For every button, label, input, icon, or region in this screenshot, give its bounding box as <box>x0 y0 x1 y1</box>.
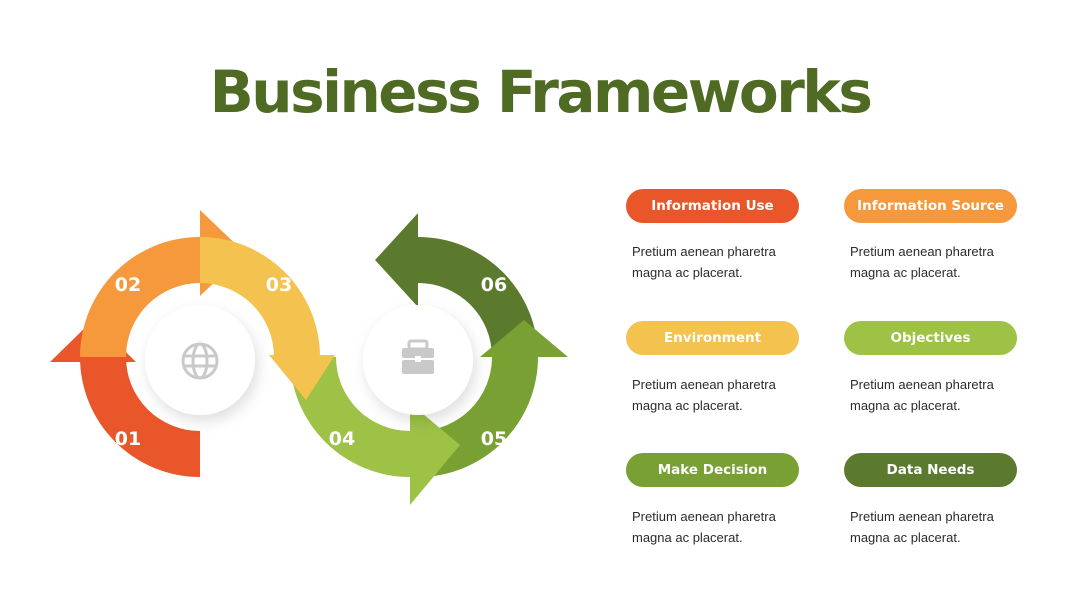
infinity-cycle-diagram: 02 03 01 04 05 06 <box>50 210 568 505</box>
card-text-line: Pretium aenean pharetra <box>632 244 776 259</box>
card-description-environment: Pretium aenean pharetra magna ac placera… <box>632 374 807 416</box>
card-text-line: Pretium aenean pharetra <box>632 377 776 392</box>
pill-environment: Environment <box>626 321 799 355</box>
step-label-06: 06 <box>481 274 507 296</box>
card-text-line: magna ac placerat. <box>850 398 961 413</box>
globe-icon <box>181 342 219 380</box>
card-description-make-decision: Pretium aenean pharetra magna ac placera… <box>632 506 807 548</box>
card-text-line: Pretium aenean pharetra <box>850 377 994 392</box>
pill-make-decision: Make Decision <box>626 453 799 487</box>
card-description-objectives: Pretium aenean pharetra magna ac placera… <box>850 374 1025 416</box>
pill-data-needs: Data Needs <box>844 453 1017 487</box>
card-text-line: Pretium aenean pharetra <box>850 244 994 259</box>
card-text-line: magna ac placerat. <box>850 530 961 545</box>
pill-objectives: Objectives <box>844 321 1017 355</box>
briefcase-icon <box>402 339 434 374</box>
segment-06 <box>375 213 538 357</box>
card-text-line: Pretium aenean pharetra <box>850 509 994 524</box>
pill-information-use: Information Use <box>626 189 799 223</box>
card-text-line: magna ac placerat. <box>632 530 743 545</box>
segment-03 <box>200 237 335 400</box>
segment-04 <box>290 357 460 505</box>
step-label-03: 03 <box>266 274 292 296</box>
card-text-line: Pretium aenean pharetra <box>632 509 776 524</box>
center-disc-left <box>145 305 255 415</box>
card-text-line: magna ac placerat. <box>632 398 743 413</box>
step-label-02: 02 <box>115 274 141 296</box>
card-description-information-use: Pretium aenean pharetra magna ac placera… <box>632 241 807 283</box>
pill-information-source: Information Source <box>844 189 1017 223</box>
step-label-05: 05 <box>481 428 507 450</box>
page-title: Business Frameworks <box>209 58 873 126</box>
card-description-data-needs: Pretium aenean pharetra magna ac placera… <box>850 506 1025 548</box>
card-text-line: magna ac placerat. <box>850 265 961 280</box>
step-label-01: 01 <box>115 428 141 450</box>
card-description-information-source: Pretium aenean pharetra magna ac placera… <box>850 241 1025 283</box>
card-text-line: magna ac placerat. <box>632 265 743 280</box>
step-label-04: 04 <box>329 428 355 450</box>
